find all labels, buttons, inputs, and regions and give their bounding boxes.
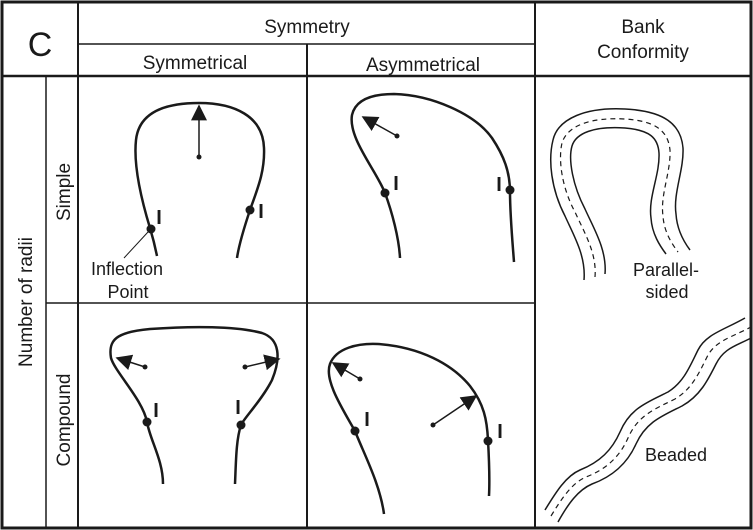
panel-letter: C [28,26,53,64]
parallel-sided-channel [551,109,690,280]
beaded-channel [545,318,751,522]
parallel-sided-label-line2: sided [645,282,688,302]
inflection-marker-ss-right: I [258,201,264,223]
beaded-label: Beaded [645,445,707,465]
simple-asymmetrical-bend [352,94,515,262]
inflection-leader-line [124,232,148,258]
asymmetrical-heading: Asymmetrical [366,55,480,76]
inflection-marker-cs-right: I [235,397,241,419]
symmetry-heading: Symmetry [264,17,350,38]
inflection-marker-ss-left: I [156,207,162,229]
row-label-compound: Compound [54,374,75,467]
compound-asymmetrical-bend [329,344,493,514]
number-of-radii-label: Number of radii [16,237,37,367]
bank-conformity-heading-line1: Bank [621,17,665,38]
simple-symmetrical-bend [135,103,264,258]
compound-symmetrical-bend [110,327,279,484]
inflection-marker-sa-left: I [393,173,399,195]
inflection-point-label-line2: Point [107,282,148,302]
inflection-marker-sa-right: I [496,174,502,196]
inflection-point-label-line1: Inflection [91,259,163,279]
bank-conformity-heading-line2: Conformity [597,42,689,63]
inflection-marker-ca-right: I [497,421,503,443]
symmetrical-heading: Symmetrical [143,53,248,74]
parallel-sided-label-line1: Parallel- [633,260,699,280]
inflection-marker-ca-left: I [364,409,370,431]
row-label-simple: Simple [54,163,75,221]
inflection-marker-cs-left: I [153,400,159,422]
